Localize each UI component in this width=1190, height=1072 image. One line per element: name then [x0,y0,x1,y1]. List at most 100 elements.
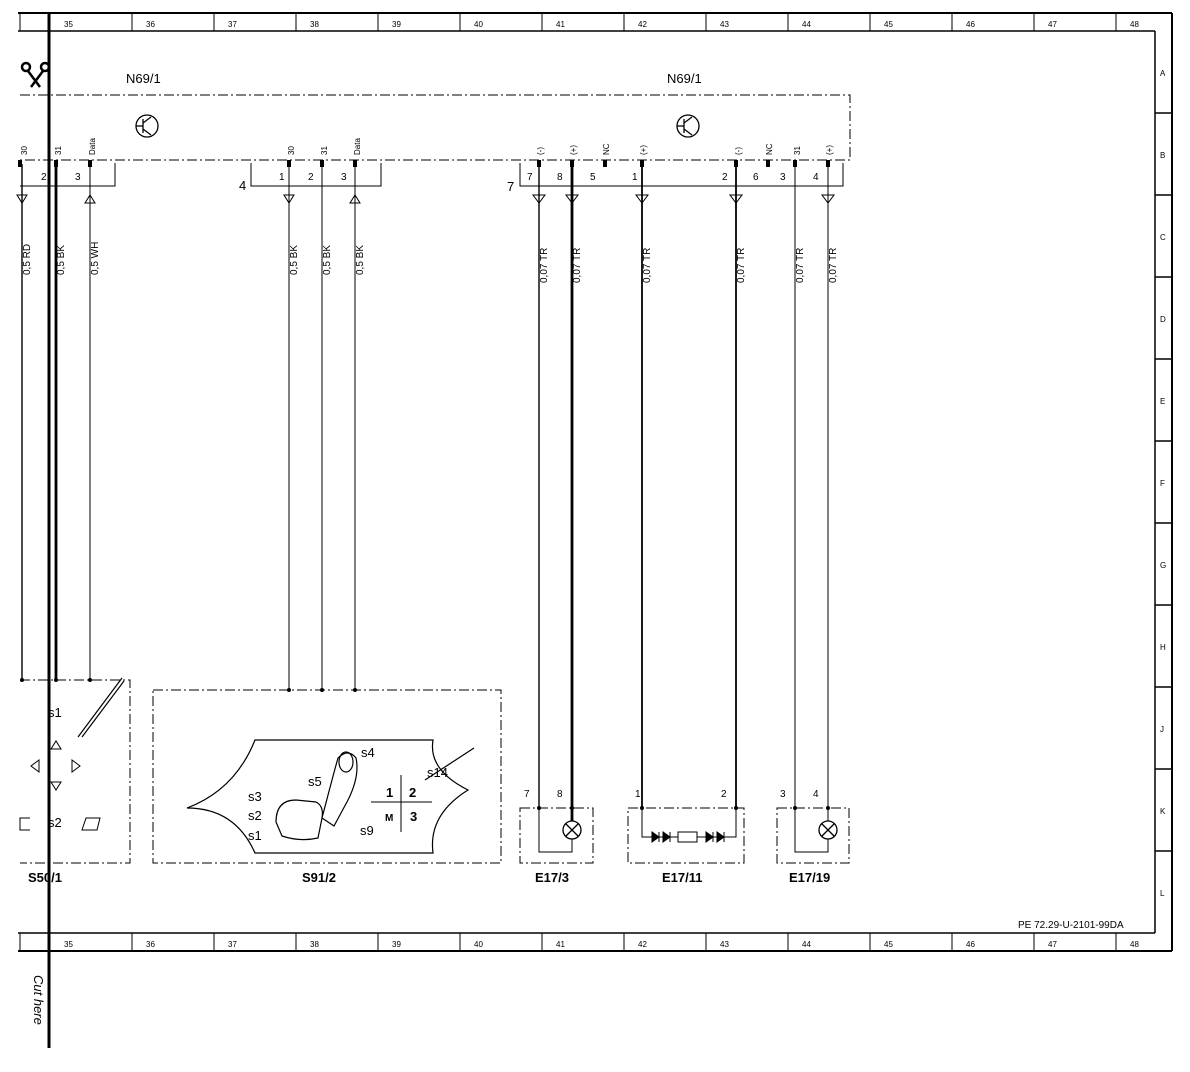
column-label: 48 [1130,20,1139,29]
column-label: 43 [720,940,729,949]
svg-text:2: 2 [409,785,416,800]
lamp-icon [818,820,838,840]
svg-text:0,07 TR: 0,07 TR [736,248,747,283]
pin-31-c4: 31 2 0,5 BK [308,146,333,690]
component-e17-3: 7 8 E17/3 [519,789,594,885]
seat-cushion-icon [19,817,30,831]
component-e17-19: 3 4 E17/19 [776,789,850,885]
svg-text:(+): (+) [569,145,578,155]
module-label-right: N69/1 [667,71,702,86]
component-s50-1: s1 s2 S50/1 [19,677,131,885]
pin-data-left: Data 3 0,5 WH [75,138,101,680]
column-label: 37 [228,20,237,29]
svg-text:5: 5 [590,172,596,183]
cut-label: Cut here [31,975,46,1025]
svg-text:E17/11: E17/11 [662,870,703,885]
column-label: 37 [228,940,237,949]
column-label: 47 [1048,940,1057,949]
svg-text:31: 31 [793,146,802,155]
pin-nc-5-c7: NC 5 [590,143,611,183]
led-icon [651,831,725,843]
svg-text:(+): (+) [825,145,834,155]
svg-text:1: 1 [386,785,393,800]
column-label: 38 [310,20,319,29]
svg-text:2: 2 [308,172,314,183]
switch-panel-outline [186,739,470,854]
svg-text:s9: s9 [360,823,374,838]
svg-text:s3: s3 [248,789,262,804]
svg-text:s1: s1 [48,705,62,720]
svg-text:6: 6 [753,172,759,183]
svg-text:4: 4 [813,172,819,183]
component-e17-11: 1 2 E17/11 [627,789,745,885]
column-label: 39 [392,940,401,949]
row-label: J [1160,725,1164,734]
arrow-right-icon [71,759,81,773]
column-label: 45 [884,20,893,29]
svg-text:0,5 WH: 0,5 WH [90,242,101,275]
svg-text:3: 3 [780,789,786,800]
svg-text:NC: NC [602,143,611,155]
pin-4-c7: (+) 4 0,07 TR [813,145,839,808]
pin-30-c4: 30 1 0,5 BK [279,146,300,690]
column-label: 48 [1130,940,1139,949]
scissors-icon [20,61,51,88]
svg-text:0,07 TR: 0,07 TR [795,248,806,283]
row-label: K [1160,807,1166,816]
svg-text:NC: NC [765,143,774,155]
svg-text:3: 3 [341,172,347,183]
transistor-icon [135,114,159,138]
column-label: 44 [802,20,811,29]
svg-text:(-): (-) [734,147,743,155]
resistor-icon [677,831,698,843]
column-label: 45 [884,940,893,949]
pin-30-left: 30 0,5 RD [16,146,33,680]
reference-code: PE 72.29-U-2101-99DA [1018,920,1124,931]
svg-text:0,5 RD: 0,5 RD [22,244,33,275]
svg-text:2: 2 [722,172,728,183]
lamp-icon [562,820,582,840]
module-label-left: N69/1 [126,71,161,86]
connector-4-label: 4 [239,178,246,193]
svg-text:2: 2 [41,172,47,183]
svg-text:8: 8 [557,789,563,800]
svg-text:E17/19: E17/19 [789,870,830,885]
svg-text:s2: s2 [248,808,262,823]
column-label: 46 [966,20,975,29]
pin-2-c7: (-) 2 0,07 TR [722,147,747,808]
diagram-frame [18,12,1173,952]
column-label: 36 [146,940,155,949]
arrow-up-icon [50,740,62,750]
svg-text:S91/2: S91/2 [302,870,336,885]
connector-7-label: 7 [507,179,514,194]
svg-text:0,5 BK: 0,5 BK [355,245,366,275]
svg-text:4: 4 [813,789,819,800]
svg-text:2: 2 [721,789,727,800]
svg-text:s4: s4 [361,745,375,760]
transistor-icon [676,114,700,138]
svg-text:3: 3 [780,172,786,183]
svg-text:7: 7 [524,789,530,800]
svg-text:Data: Data [353,138,362,155]
pin-7-c7: (-) 7 0,07 TR [527,147,550,808]
svg-text:(-): (-) [536,147,545,155]
svg-text:0,5 BK: 0,5 BK [56,245,67,275]
module-boundary [20,94,851,161]
seat-back-icon [81,817,101,831]
column-label: 47 [1048,20,1057,29]
column-label: 36 [146,20,155,29]
row-label: F [1160,479,1165,488]
arrow-down-icon [50,781,62,791]
connector-bracket-7 [519,163,844,187]
svg-text:s2: s2 [48,815,62,830]
column-label: 39 [392,20,401,29]
connector-bracket-4 [250,163,382,187]
svg-text:1: 1 [279,172,285,183]
column-label: 41 [556,20,565,29]
svg-text:S50/1: S50/1 [28,870,62,885]
pin-8-c7: (+) 8 0,07 TR [557,145,583,808]
svg-text:3: 3 [75,172,81,183]
